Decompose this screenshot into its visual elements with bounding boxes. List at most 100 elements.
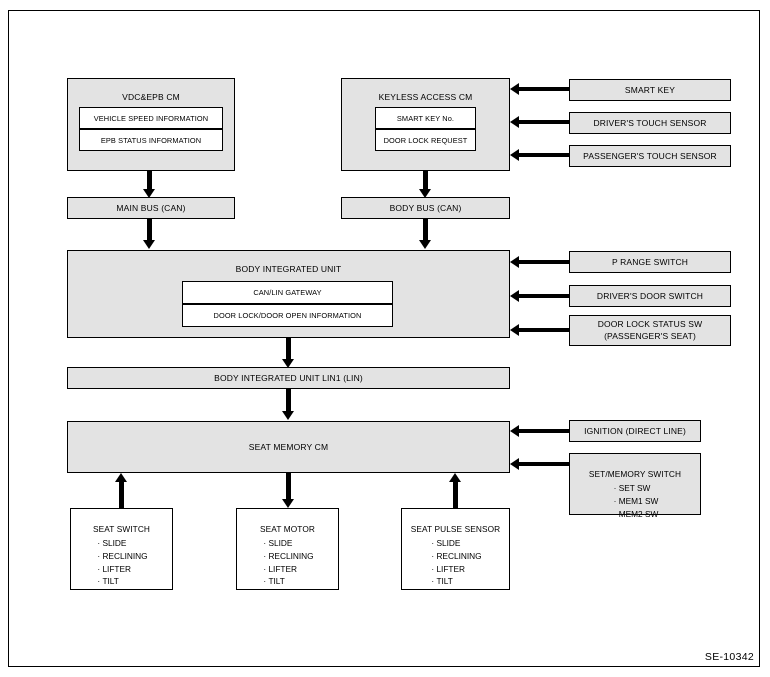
device-seat-switch-title: SEAT SWITCH — [92, 524, 151, 534]
keyless-item-door-lock-request: DOOR LOCK REQUEST — [375, 129, 476, 151]
biu-item-can-lin-gateway-label: CAN/LIN GATEWAY — [253, 288, 322, 297]
module-body-integrated-unit-title: BODY INTEGRATED UNIT — [235, 264, 342, 274]
device-seat-pulse-sensor-items: SLIDE RECLINING LIFTER TILT — [429, 537, 481, 588]
module-keyless-access-title: KEYLESS ACCESS CM — [378, 92, 473, 102]
input-door-lock-status-sw: DOOR LOCK STATUS SW (PASSENGER'S SEAT) — [569, 315, 731, 346]
biu-item-can-lin-gateway: CAN/LIN GATEWAY — [182, 281, 393, 304]
vdc-epb-item-epb-status-label: EPB STATUS INFORMATION — [100, 135, 202, 145]
device-seat-pulse-sensor-title: SEAT PULSE SENSOR — [410, 524, 501, 534]
arrow-drivers-touch-to-keyless — [519, 120, 569, 124]
bus-main-can: MAIN BUS (CAN) — [67, 197, 235, 219]
bus-body-can: BODY BUS (CAN) — [341, 197, 510, 219]
input-smart-key-label: SMART KEY — [624, 84, 676, 95]
arrowhead-drivers-door-to-biu — [510, 289, 519, 302]
vdc-epb-item-vehicle-speed: VEHICLE SPEED INFORMATION — [79, 107, 223, 129]
arrow-lin1-to-seat-memory-cm — [286, 389, 291, 412]
arrowhead-cm-to-seat-motor — [282, 499, 294, 508]
arrow-ignition-to-seat-memory-cm — [519, 429, 569, 433]
device-seat-motor-items: SLIDE RECLINING LIFTER TILT — [261, 537, 313, 588]
device-item: SLIDE — [97, 537, 147, 550]
device-seat-switch: SEAT SWITCH SLIDE RECLINING LIFTER TILT — [70, 508, 173, 590]
arrowhead-biu-to-lin1 — [282, 359, 294, 368]
arrow-drivers-door-to-biu — [519, 294, 569, 298]
set-memory-item: MEM2 SW — [614, 508, 659, 521]
input-drivers-door-switch-label: DRIVER'S DOOR SWITCH — [596, 290, 704, 301]
module-seat-memory-cm: SEAT MEMORY CM — [67, 421, 510, 473]
arrowhead-p-range-to-biu — [510, 255, 519, 268]
device-item: TILT — [263, 575, 313, 588]
arrow-p-range-to-biu — [519, 260, 569, 264]
arrow-set-memory-to-seat-memory-cm — [519, 462, 569, 466]
input-p-range-switch-label: P RANGE SWITCH — [611, 256, 689, 267]
arrow-biu-to-lin1 — [286, 338, 291, 360]
input-p-range-switch: P RANGE SWITCH — [569, 251, 731, 273]
input-set-memory-switch: SET/MEMORY SWITCH SET SW MEM1 SW MEM2 SW — [569, 453, 701, 519]
device-seat-motor: SEAT MOTOR SLIDE RECLINING LIFTER TILT — [236, 508, 339, 590]
keyless-item-smart-key-no-label: SMART KEY No. — [396, 113, 455, 123]
arrowhead-seat-pulse-sensor-to-cm — [449, 473, 461, 482]
device-item: TILT — [431, 575, 481, 588]
arrow-seat-pulse-sensor-to-cm — [453, 482, 458, 509]
module-seat-memory-cm-title: SEAT MEMORY CM — [248, 441, 329, 452]
input-smart-key: SMART KEY — [569, 79, 731, 101]
vdc-epb-item-epb-status: EPB STATUS INFORMATION — [79, 129, 223, 151]
device-item: LIFTER — [263, 563, 313, 576]
device-item: RECLINING — [97, 550, 147, 563]
input-door-lock-status-sw-line1: DOOR LOCK STATUS SW — [597, 319, 703, 330]
arrow-main-bus-to-biu — [147, 219, 152, 241]
keyless-item-door-lock-request-label: DOOR LOCK REQUEST — [383, 135, 468, 145]
vdc-epb-item-vehicle-speed-label: VEHICLE SPEED INFORMATION — [93, 113, 209, 123]
arrowhead-smart-key-to-keyless — [510, 82, 519, 95]
module-keyless-access-cm: KEYLESS ACCESS CM — [341, 78, 510, 171]
bus-biu-lin1: BODY INTEGRATED UNIT LIN1 (LIN) — [67, 367, 510, 389]
arrow-smart-key-to-keyless — [519, 87, 569, 91]
arrowhead-drivers-touch-to-keyless — [510, 115, 519, 128]
device-seat-motor-title: SEAT MOTOR — [260, 524, 315, 534]
device-item: RECLINING — [431, 550, 481, 563]
device-item: LIFTER — [431, 563, 481, 576]
arrowhead-ignition-to-seat-memory-cm — [510, 424, 519, 437]
bus-main-can-label: MAIN BUS (CAN) — [116, 202, 186, 213]
arrow-vdc-to-main-bus — [147, 171, 152, 191]
input-drivers-touch-sensor: DRIVER'S TOUCH SENSOR — [569, 112, 731, 134]
device-item: TILT — [97, 575, 147, 588]
arrow-door-lock-status-to-biu — [519, 328, 569, 332]
arrowhead-body-bus-to-biu — [419, 240, 431, 249]
input-passengers-touch-sensor-label: PASSENGER'S TOUCH SENSOR — [583, 150, 717, 161]
input-ignition-direct-line: IGNITION (DIRECT LINE) — [569, 420, 701, 442]
input-door-lock-status-sw-line2: (PASSENGER'S SEAT) — [604, 330, 696, 341]
device-item: LIFTER — [97, 563, 147, 576]
input-ignition-direct-line-label: IGNITION (DIRECT LINE) — [584, 425, 686, 436]
arrowhead-seat-switch-to-cm — [115, 473, 127, 482]
arrow-keyless-to-body-bus — [423, 171, 428, 191]
arrowhead-lin1-to-seat-memory-cm — [282, 411, 294, 420]
keyless-item-smart-key-no: SMART KEY No. — [375, 107, 476, 129]
device-item: SLIDE — [263, 537, 313, 550]
arrowhead-vdc-to-main-bus — [143, 189, 155, 198]
biu-item-door-lock-open-info: DOOR LOCK/DOOR OPEN INFORMATION — [182, 304, 393, 327]
input-drivers-door-switch: DRIVER'S DOOR SWITCH — [569, 285, 731, 307]
bus-body-can-label: BODY BUS (CAN) — [389, 202, 462, 213]
module-vdc-epb-title: VDC&EPB CM — [122, 92, 180, 102]
device-item: RECLINING — [263, 550, 313, 563]
arrowhead-keyless-to-body-bus — [419, 189, 431, 198]
device-seat-pulse-sensor: SEAT PULSE SENSOR SLIDE RECLINING LIFTER… — [401, 508, 510, 590]
input-set-memory-switch-title: SET/MEMORY SWITCH — [588, 469, 682, 479]
input-set-memory-switch-items: SET SW MEM1 SW MEM2 SW — [612, 482, 659, 521]
arrow-cm-to-seat-motor — [286, 473, 291, 500]
arrowhead-door-lock-status-to-biu — [510, 323, 519, 336]
arrow-passengers-touch-to-keyless — [519, 153, 569, 157]
bus-biu-lin1-label: BODY INTEGRATED UNIT LIN1 (LIN) — [214, 372, 363, 383]
arrow-body-bus-to-biu — [423, 219, 428, 241]
set-memory-item: MEM1 SW — [614, 495, 659, 508]
device-seat-switch-items: SLIDE RECLINING LIFTER TILT — [95, 537, 147, 588]
arrowhead-passengers-touch-to-keyless — [510, 148, 519, 161]
input-drivers-touch-sensor-label: DRIVER'S TOUCH SENSOR — [593, 117, 707, 128]
input-passengers-touch-sensor: PASSENGER'S TOUCH SENSOR — [569, 145, 731, 167]
biu-item-door-lock-open-info-label: DOOR LOCK/DOOR OPEN INFORMATION — [213, 311, 362, 320]
figure-code: SE-10342 — [704, 651, 754, 663]
device-item: SLIDE — [431, 537, 481, 550]
arrowhead-main-bus-to-biu — [143, 240, 155, 249]
arrowhead-set-memory-to-seat-memory-cm — [510, 457, 519, 470]
